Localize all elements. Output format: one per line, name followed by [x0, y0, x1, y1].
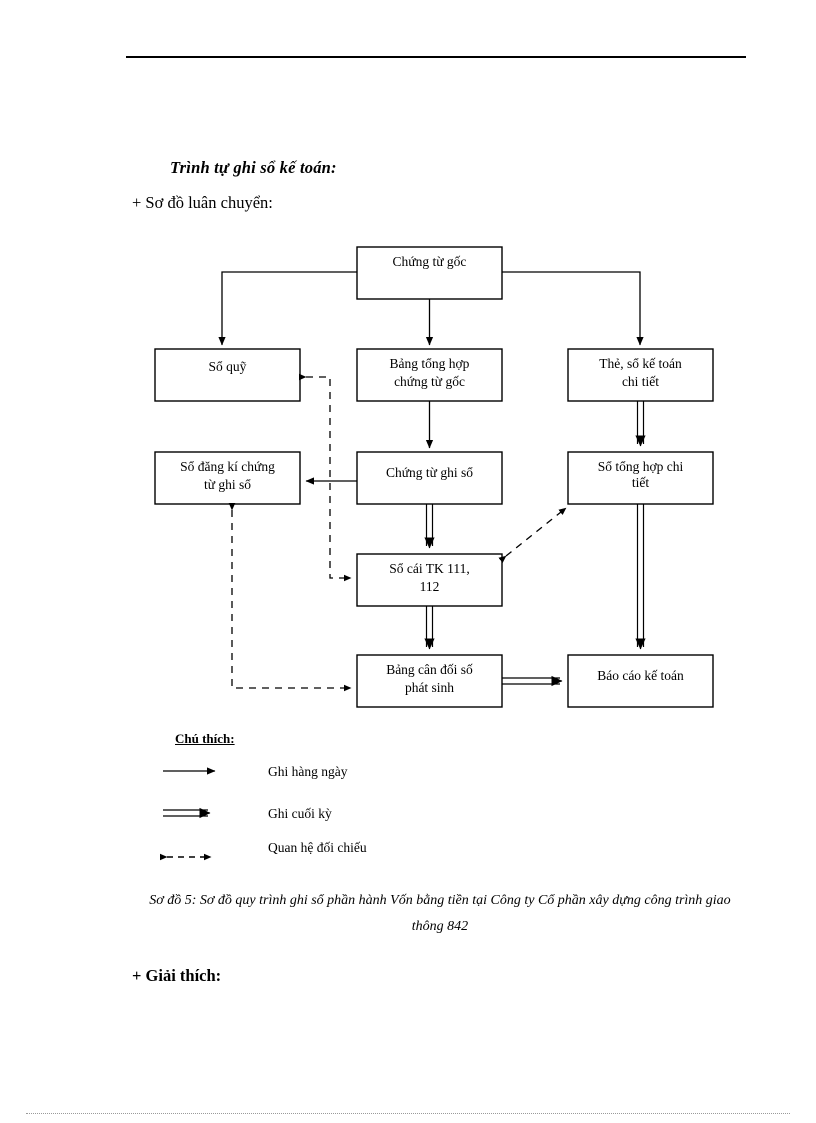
- node-label: Bảng cân đối số: [386, 662, 473, 677]
- figure-caption: Sơ đồ 5: Sơ đồ quy trình ghi sổ phần hàn…: [149, 893, 731, 934]
- legend-title: Chú thích:: [175, 731, 235, 746]
- edge-chungtugoc-to-soquy: [218, 271, 357, 346]
- node-bang-can-doi-so-phat-sinh: Bảng cân đối số phát sinh: [356, 654, 503, 708]
- node-so-tong-hop-chi-tiet: Sổ tổng hợp chi tiết: [567, 451, 714, 505]
- header-rule: [126, 56, 746, 58]
- node-label: Sổ đăng kí chứng: [180, 459, 275, 474]
- page-heading-order: Trình tự ghi sổ kế toán:: [170, 158, 337, 177]
- node-label-line2: tiết: [632, 475, 649, 490]
- node-chung-tu-ghi-so: Chứng từ ghi sổ: [356, 451, 503, 505]
- legend-glyphs: [160, 767, 216, 861]
- node-label-line2: từ ghi sổ: [204, 477, 251, 492]
- node-so-quy: Sổ quỹ: [154, 348, 301, 402]
- node-label: Báo cáo kế toán: [597, 668, 684, 683]
- node-label: Sổ cái TK 111,: [389, 561, 470, 576]
- edge-sodangki-bangcandoi-crosscheck: [228, 503, 352, 692]
- edge-socai-sotonghop-crosscheck: [498, 507, 567, 563]
- page-heading-explain: + Giải thích:: [132, 966, 222, 985]
- legend-label-period-end: Ghi cuối kỳ: [268, 806, 332, 821]
- node-so-cai-tk: Sổ cái TK 111, 112: [356, 553, 503, 607]
- node-label-line2: chứng từ gốc: [394, 374, 465, 389]
- node-label-line2: chi tiết: [622, 374, 659, 389]
- footer-rule: [26, 1113, 790, 1114]
- node-bao-cao-ke-toan: Báo cáo kế toán: [567, 654, 714, 708]
- node-label: Sổ quỹ: [209, 359, 247, 374]
- node-bang-tong-hop-chung-tu-goc: Bảng tổng hợp chứng từ gốc: [356, 348, 503, 402]
- node-label: Bảng tổng hợp: [390, 356, 470, 371]
- node-label: Thẻ, sổ kế toán: [599, 356, 682, 371]
- node-label-line2: phát sinh: [405, 680, 454, 695]
- edge-chungtugoc-to-the: [502, 271, 644, 346]
- node-label-line2: 112: [420, 579, 440, 594]
- node-chung-tu-goc: Chứng từ gốc: [356, 246, 503, 300]
- node-label: Sổ tổng hợp chi: [598, 459, 684, 474]
- page-heading-flowchart: + Sơ đồ luân chuyển:: [132, 193, 273, 212]
- edge-soquy-socai-crosscheck: [299, 373, 352, 582]
- node-label: Chứng từ ghi sổ: [386, 465, 473, 480]
- node-the-so-ke-toan-chi-tiet: Thẻ, sổ kế toán chi tiết: [567, 348, 714, 402]
- node-so-dang-ki-chung-tu-ghi-so: Sổ đăng kí chứng từ ghi sổ: [154, 451, 301, 505]
- accounting-flowchart: Chứng từ gốc Sổ quỹ Bảng tổng hợp chứng …: [154, 246, 714, 861]
- node-label: Chứng từ gốc: [393, 254, 467, 269]
- legend-label-cross-check: Quan hệ đối chiếu: [268, 840, 367, 855]
- legend-label-daily: Ghi hàng ngày: [268, 764, 348, 779]
